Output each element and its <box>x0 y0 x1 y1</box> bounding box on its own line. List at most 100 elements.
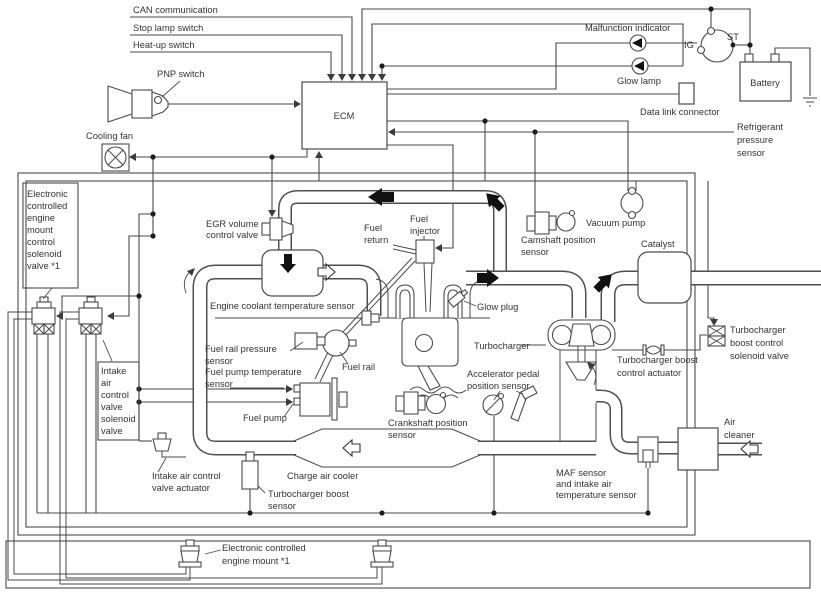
catalyst <box>637 251 692 304</box>
svg-text:sensor: sensor <box>205 356 233 366</box>
svg-text:Refrigerant: Refrigerant <box>737 122 783 132</box>
svg-text:valve: valve <box>101 402 123 412</box>
svg-text:Camshaft position: Camshaft position <box>521 235 595 245</box>
catalyst-label: Catalyst <box>641 239 675 249</box>
svg-text:Electronic: Electronic <box>27 189 68 199</box>
glow-plug <box>447 288 469 308</box>
charge-air-cooler <box>293 428 481 468</box>
turbocharger-label: Turbocharger <box>474 341 529 351</box>
svg-text:Turbocharger: Turbocharger <box>730 325 785 335</box>
svg-text:sensor: sensor <box>205 379 233 389</box>
can-label: CAN communication <box>133 5 218 15</box>
svg-text:Fuel rail pressure: Fuel rail pressure <box>205 344 277 354</box>
svg-text:engine mount *1: engine mount *1 <box>222 556 290 566</box>
flow-arrows <box>183 188 759 459</box>
wiring <box>7 6 753 585</box>
air-piping <box>192 190 821 456</box>
svg-text:MAF sensor: MAF sensor <box>556 468 606 478</box>
glow-lamp-label: Glow lamp <box>617 76 661 86</box>
air-cleaner <box>677 427 719 471</box>
svg-text:air: air <box>101 378 111 388</box>
svg-text:control: control <box>27 237 55 247</box>
fuel-injector <box>415 239 435 264</box>
svg-text:control valve: control valve <box>206 230 258 240</box>
camshaft-position-sensor <box>526 209 576 235</box>
malfunction-label: Malfunction indicator <box>585 23 670 33</box>
svg-text:Intake: Intake <box>101 366 126 376</box>
mount-solenoid-label-box <box>22 182 79 289</box>
svg-text:Air: Air <box>724 417 735 427</box>
fuel-system <box>215 257 416 421</box>
svg-text:engine: engine <box>27 213 55 223</box>
fuel-pump-label: Fuel pump <box>243 413 287 423</box>
svg-text:valve actuator: valve actuator <box>152 483 210 493</box>
svg-text:Fuel: Fuel <box>364 223 382 233</box>
turbocharger <box>547 319 616 441</box>
egr-volume-control-valve <box>261 217 294 241</box>
maf-sensor <box>637 436 659 468</box>
ect-label: Engine coolant temperature sensor <box>210 301 355 311</box>
svg-text:injector: injector <box>410 226 440 236</box>
leader-lines <box>157 236 546 555</box>
ig-label: IG <box>684 40 694 50</box>
svg-text:EGR volume: EGR volume <box>206 219 259 229</box>
svg-text:Fuel pump temperature: Fuel pump temperature <box>205 367 302 377</box>
svg-text:sensor: sensor <box>521 247 549 257</box>
svg-text:Intake air control: Intake air control <box>152 471 221 481</box>
svg-text:sensor: sensor <box>737 148 765 158</box>
pnp-label: PNP switch <box>157 69 204 79</box>
fuel-rail-label: Fuel rail <box>342 362 375 372</box>
svg-text:solenoid valve: solenoid valve <box>730 351 789 361</box>
svg-text:pressure: pressure <box>737 135 773 145</box>
glow-plug-label: Glow plug <box>477 302 518 312</box>
battery-label: Battery <box>750 78 780 88</box>
engine-coolant-temperature-sensor <box>215 310 380 326</box>
svg-text:temperature sensor: temperature sensor <box>556 490 637 500</box>
svg-text:Fuel: Fuel <box>410 214 428 224</box>
vacuum-pump-label: Vacuum pump <box>586 218 645 228</box>
iacv-solenoid-label-box <box>97 361 140 441</box>
egr-mixing-chamber <box>261 249 324 297</box>
svg-text:mount: mount <box>27 225 53 235</box>
svg-text:return: return <box>364 235 388 245</box>
st-label: ST <box>727 32 739 42</box>
svg-text:and intake air: and intake air <box>556 479 612 489</box>
crankshaft-position-sensor <box>395 391 447 415</box>
fuel-rail <box>322 329 350 357</box>
svg-text:Accelerator pedal: Accelerator pedal <box>467 369 539 379</box>
intake-air-control-valve-actuator <box>152 432 186 458</box>
glow-lamp-symbol <box>631 57 649 75</box>
turbocharger-boost-control-actuator <box>642 344 665 356</box>
svg-text:position sensor: position sensor <box>467 381 530 391</box>
stop-lamp-label: Stop lamp switch <box>133 23 203 33</box>
electronic-controlled-engine-mount-2 <box>370 539 394 568</box>
engine <box>362 236 490 402</box>
heat-up-label: Heat-up switch <box>133 40 195 50</box>
svg-text:control: control <box>101 390 129 400</box>
svg-text:Crankshaft position: Crankshaft position <box>388 418 468 428</box>
svg-text:Turbocharger boost: Turbocharger boost <box>617 355 698 365</box>
fuel-pump <box>293 377 348 421</box>
turbocharger-boost-control-solenoid-valve <box>707 325 726 347</box>
data-link-connector <box>678 82 695 105</box>
svg-text:valve *1: valve *1 <box>27 261 60 271</box>
svg-text:solenoid: solenoid <box>101 414 136 424</box>
intake-air-control-valve-solenoid-valve <box>78 296 103 335</box>
engine-mount-solenoid-valve-1 <box>31 296 56 335</box>
malfunction-indicator-lamp <box>629 34 647 52</box>
ecm-label: ECM <box>334 111 355 121</box>
svg-text:Electronic controlled: Electronic controlled <box>222 543 306 553</box>
svg-text:Turbocharger boost: Turbocharger boost <box>268 489 349 499</box>
vacuum-pump <box>620 181 644 220</box>
turbocharger-boost-sensor <box>241 451 259 490</box>
electronic-controlled-engine-mount-1 <box>178 539 202 568</box>
cooling-fan-label: Cooling fan <box>86 131 133 141</box>
svg-text:controlled: controlled <box>27 201 67 211</box>
engine-bay-border <box>17 172 696 536</box>
cooling-fan <box>101 143 130 172</box>
cac-label: Charge air cooler <box>287 471 358 481</box>
pnp-switch <box>107 80 301 123</box>
text-labels: CAN communication Stop lamp switch Heat-… <box>27 5 789 566</box>
